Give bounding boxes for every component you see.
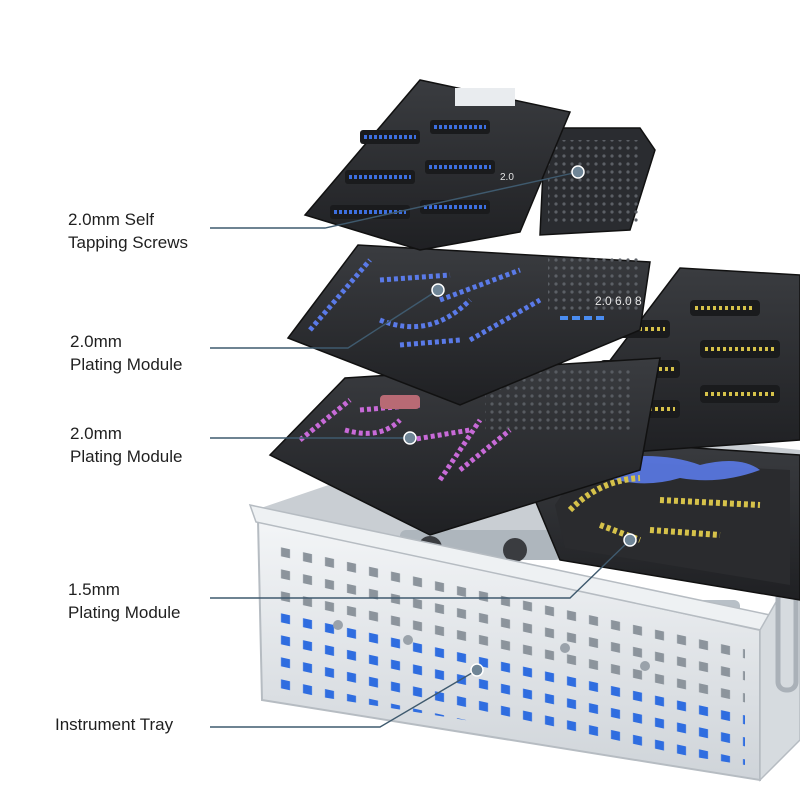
pointer-dot-plating-module-a — [431, 283, 445, 297]
pointer-dot-self-tapping-screws — [571, 165, 585, 179]
callout-label-plating-module-b: 2.0mm Plating Module — [70, 424, 183, 466]
pointer-dot-instrument-tray — [470, 663, 484, 677]
pointer-dot-plating-module-c — [623, 533, 637, 547]
callout-leaders — [210, 165, 637, 728]
pointer-dot-plating-module-b — [403, 431, 417, 445]
screw-tray-marking: 2.0 — [500, 172, 514, 183]
leader-line-instrument-tray — [210, 669, 478, 728]
leader-line-plating-module-a — [210, 289, 439, 349]
plating-tray-marking: 2.0 6.0 8 — [595, 294, 642, 308]
plating-module-2-0mm-pink — [268, 357, 661, 536]
leader-line-plating-module-c — [210, 539, 631, 599]
callout-label-plating-module-a: 2.0mm Plating Module — [70, 332, 183, 374]
callout-label-instrument-tray: Instrument Tray — [55, 715, 174, 734]
self-tapping-screws-module: 2.0 — [303, 79, 656, 251]
plating-module-2-0mm-blue: 2.0 6.0 8 — [286, 244, 651, 406]
callout-label-plating-module-c: 1.5mm Plating Module — [68, 580, 181, 622]
callout-label-self-tapping-screws: 2.0mm Self Tapping Screws — [68, 210, 189, 252]
leader-line-self-tapping-screws — [210, 171, 579, 229]
